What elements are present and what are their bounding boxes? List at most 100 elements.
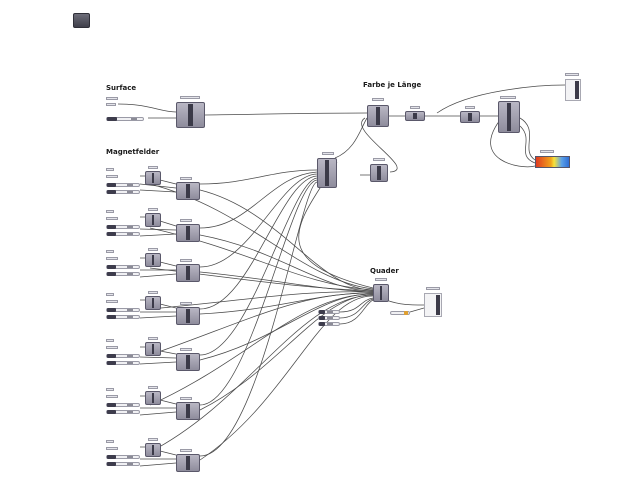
field-node-tag [180,397,192,400]
point-param[interactable] [106,175,118,178]
row-slider-a[interactable] [106,455,140,459]
wire [199,173,318,268]
field-component[interactable] [176,182,200,200]
row-slider-a[interactable] [106,354,140,358]
wire [139,228,177,231]
field-component[interactable] [176,224,200,242]
row-slider-b[interactable] [106,410,140,414]
row-slider-b[interactable] [106,272,140,276]
vector-component[interactable] [145,253,161,267]
farbe-component-3[interactable] [460,111,480,123]
vector-component[interactable] [145,443,161,457]
wire [385,299,425,306]
point-param[interactable] [106,300,118,303]
field-component[interactable] [176,264,200,282]
vector-node-tag [148,291,158,294]
quader-slider-x[interactable] [318,310,340,314]
quader-component[interactable] [373,284,389,302]
point-param[interactable] [106,346,118,349]
point-param[interactable] [106,257,118,260]
quader-output-tag [426,287,440,290]
point-param-tag [106,388,114,391]
vector-component[interactable] [145,342,161,356]
vector-component[interactable] [145,171,161,185]
row-slider-b[interactable] [106,315,140,319]
farbe-component-1[interactable] [367,105,389,127]
wire [159,179,177,185]
surface-slider[interactable] [106,117,144,121]
farbe-node-tag-2 [410,106,420,109]
point-param-tag [106,210,114,213]
field-component[interactable] [176,402,200,420]
wire [519,117,536,161]
quader-slider-out[interactable] [390,311,410,315]
point-param-tag [106,168,114,171]
wire [117,103,177,113]
wire [339,297,374,313]
gradient-tag [540,150,554,153]
farbe-node-tag-3 [465,106,475,109]
row-slider-a[interactable] [106,225,140,229]
row-slider-b[interactable] [106,190,140,194]
point-param-tag [106,339,114,342]
wire [199,181,318,457]
field-node-tag [180,177,192,180]
point-param[interactable] [106,217,118,220]
farbe-output-tag [565,73,579,76]
farbe-component-4[interactable] [498,101,520,133]
row-slider-b[interactable] [106,462,140,466]
field-component[interactable] [176,307,200,325]
wire [139,411,177,416]
wire [159,350,177,355]
wire [199,179,318,406]
surface-node-tag [180,96,200,99]
row-slider-b[interactable] [106,232,140,236]
point-param[interactable] [106,395,118,398]
field-node-tag [180,449,192,452]
field-node-tag [180,348,192,351]
wire [139,189,177,193]
wire [339,298,374,319]
surface-param-tag[interactable] [106,97,118,100]
wire [199,293,374,361]
quader-output-panel[interactable] [424,293,442,317]
farbe-component-2[interactable] [405,111,425,121]
wire [199,175,318,310]
field-node-tag [180,259,192,262]
wire [199,189,374,291]
vector-component[interactable] [145,213,161,227]
vector-node-tag [148,248,158,251]
row-slider-a[interactable] [106,265,140,269]
row-slider-a[interactable] [106,308,140,312]
length-component[interactable] [370,164,388,182]
wire [199,292,374,315]
vector-component[interactable] [145,391,161,405]
row-slider-a[interactable] [106,183,140,187]
wire [199,271,374,293]
gradient-icon[interactable] [535,156,570,168]
wire [139,233,177,237]
wire [159,303,177,309]
wire [339,299,374,325]
point-param[interactable] [106,447,118,450]
row-slider-b[interactable] [106,361,140,365]
point-param-tag [106,440,114,443]
vector-component[interactable] [145,296,161,310]
vector-node-tag [148,166,158,169]
field-component[interactable] [176,454,200,472]
vector-node-tag [148,438,158,441]
surface-param[interactable] [106,103,116,106]
quader-slider-z[interactable] [318,322,340,326]
merge-component[interactable] [317,158,337,188]
field-component[interactable] [176,353,200,371]
wire [199,171,318,229]
wire [159,450,177,456]
canvas-preview-icon[interactable] [73,13,90,28]
surface-component[interactable] [176,102,205,128]
group-label-magnetfelder: Magnetfelder [106,148,160,156]
farbe-output-panel[interactable] [565,79,581,101]
quader-slider-y[interactable] [318,316,340,320]
field-node-tag [180,219,192,222]
row-slider-a[interactable] [106,403,140,407]
